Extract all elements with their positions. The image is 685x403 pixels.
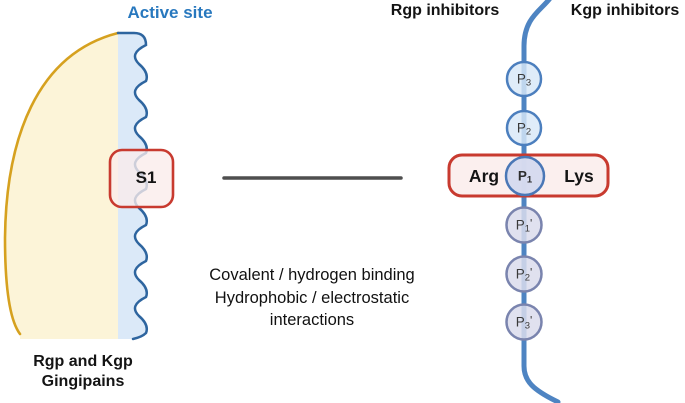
enzyme-body-shape	[5, 33, 118, 339]
residue-p1-main: P	[517, 168, 527, 184]
interaction-text-line3: interactions	[269, 311, 355, 329]
residue-p2-circle	[505, 109, 543, 147]
enzyme-caption: Rgp and Kgp Gingipains	[33, 352, 133, 391]
interaction-text-line2: Hydrophobic / electrostatic	[214, 288, 410, 307]
active-site-label: Active site	[127, 3, 213, 22]
s1-pocket-label: S1	[135, 168, 157, 187]
residue-p3-circle	[505, 60, 543, 98]
enzyme-caption-line1: Rgp and Kgp	[33, 353, 133, 370]
residue-p2-main: P	[516, 120, 526, 136]
residue-p1-circle	[504, 155, 546, 197]
residue-p1p-main: P	[515, 217, 525, 233]
residue-p3-prime-circle	[505, 303, 543, 341]
residue-p1p-sub: 1	[524, 222, 531, 234]
residue-p3p-main: P	[515, 314, 525, 330]
residue-p2p-main: P	[515, 266, 525, 282]
interaction-text: Covalent / hydrogen binding Hydrophobic …	[209, 264, 414, 332]
residue-p1p-prime-mark: '	[530, 216, 533, 230]
residue-p1-sub: 1	[526, 173, 533, 185]
residue-p2-sub: 2	[525, 125, 532, 137]
enzyme-caption-line2: Gingipains	[41, 372, 125, 390]
residue-p2p-prime-mark: '	[530, 265, 533, 279]
residue-p3-sub: 3	[525, 76, 532, 88]
arg-label: Arg	[468, 166, 500, 186]
kgp-inhibitors-label: Kgp inhibitors	[570, 2, 680, 19]
s1-pocket-box	[108, 148, 175, 209]
residue-p2-prime-circle	[505, 255, 543, 293]
rgp-inhibitors-label: Rgp inhibitors	[390, 2, 500, 19]
enzyme-gold-border	[3, 31, 120, 336]
interaction-text-line1: Covalent / hydrogen binding	[209, 266, 415, 284]
residue-p1-prime-circle	[505, 206, 543, 244]
residue-p3p-sub: 3	[524, 319, 531, 331]
residue-p2p-sub: 2	[524, 271, 531, 283]
residue-p3p-prime-mark: '	[530, 313, 533, 327]
lys-label: Lys	[564, 166, 594, 186]
residue-p3-main: P	[516, 71, 526, 87]
peptide-chain-line	[521, 0, 561, 403]
